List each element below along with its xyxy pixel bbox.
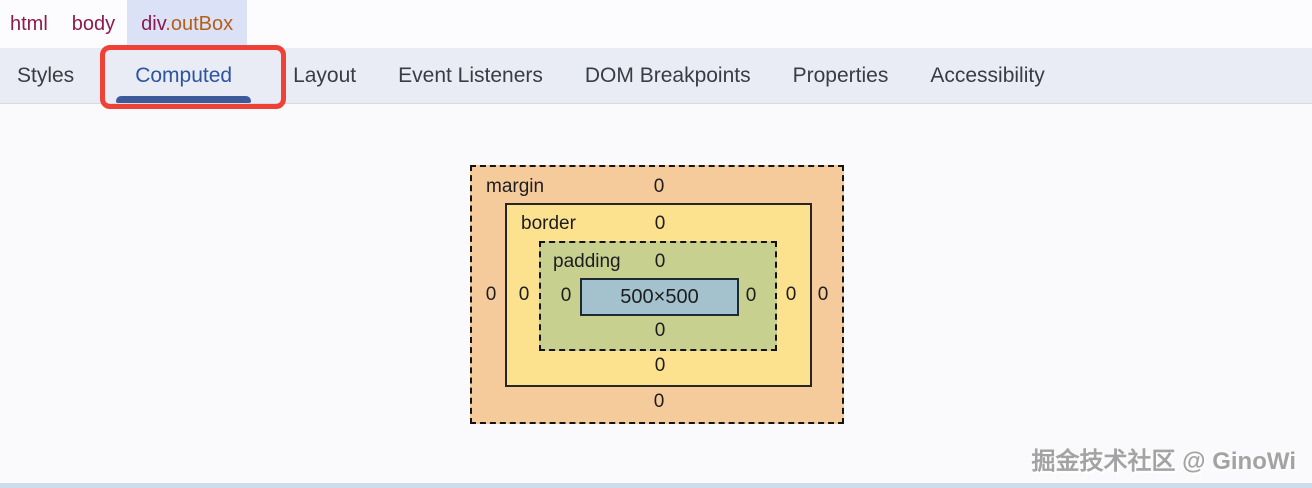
- breadcrumb-item-html[interactable]: html: [10, 13, 48, 35]
- tab-computed[interactable]: Computed: [116, 48, 251, 103]
- breadcrumb-class-name: .outBox: [165, 13, 234, 35]
- border-label: border: [521, 213, 576, 234]
- padding-label: padding: [553, 251, 621, 272]
- breadcrumb: html body div.outBox: [0, 0, 1312, 48]
- watermark-text: 掘金技术社区 @ GinoWi: [1031, 448, 1296, 475]
- box-model-content-area[interactable]: 500×500: [580, 278, 739, 316]
- padding-left-value[interactable]: 0: [560, 285, 572, 306]
- border-bottom-value[interactable]: 0: [654, 355, 666, 376]
- sidebar-pane-tabs: Styles Computed Layout Event Listeners D…: [0, 48, 1312, 104]
- margin-bottom-value[interactable]: 0: [653, 391, 665, 412]
- content-size-value: 500×500: [620, 285, 699, 308]
- tab-layout[interactable]: Layout: [293, 63, 357, 87]
- padding-right-value[interactable]: 0: [745, 285, 757, 306]
- box-model-diagram: margin 0 0 0 0 border 0 0 0 0 padding 0 …: [470, 165, 844, 424]
- padding-bottom-value[interactable]: 0: [654, 320, 666, 341]
- margin-right-value[interactable]: 0: [817, 283, 829, 305]
- tab-accessibility[interactable]: Accessibility: [930, 63, 1045, 87]
- tab-dom-breakpoints[interactable]: DOM Breakpoints: [584, 63, 751, 87]
- breadcrumb-tag-name: div: [141, 13, 166, 35]
- margin-label: margin: [486, 176, 545, 197]
- border-left-value[interactable]: 0: [518, 284, 530, 305]
- window-bottom-edge: [0, 483, 1312, 488]
- breadcrumb-item-body[interactable]: body: [71, 13, 116, 35]
- padding-top-value[interactable]: 0: [654, 251, 666, 272]
- box-model-border-area[interactable]: border 0 0 0 0 padding 0 0 0 0 500×500: [505, 203, 812, 387]
- tab-properties[interactable]: Properties: [792, 63, 889, 87]
- tab-styles[interactable]: Styles: [17, 63, 75, 87]
- margin-left-value[interactable]: 0: [485, 283, 497, 305]
- box-model-padding-area[interactable]: padding 0 0 0 0 500×500: [539, 241, 777, 351]
- margin-top-value[interactable]: 0: [653, 176, 665, 197]
- box-model-margin-area[interactable]: margin 0 0 0 0 border 0 0 0 0 padding 0 …: [470, 165, 844, 424]
- breadcrumb-item-div-outbox[interactable]: div.outBox: [127, 0, 248, 48]
- border-right-value[interactable]: 0: [785, 284, 797, 305]
- border-top-value[interactable]: 0: [654, 213, 666, 234]
- tab-event-listeners[interactable]: Event Listeners: [398, 63, 543, 87]
